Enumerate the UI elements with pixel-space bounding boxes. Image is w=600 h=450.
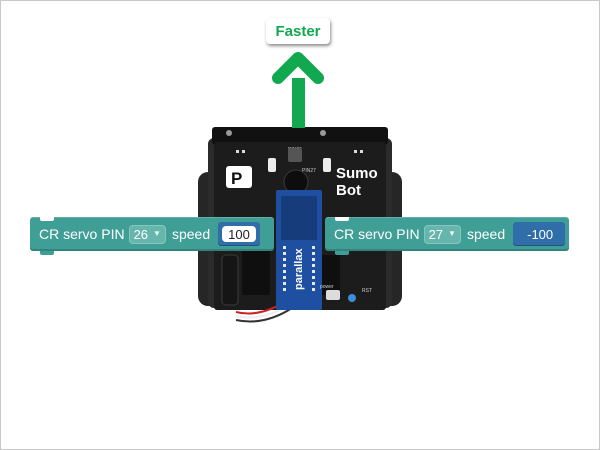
pin-value: 27 bbox=[428, 226, 444, 242]
pin-label-right: PIN27 bbox=[302, 168, 316, 174]
speed-label: speed bbox=[171, 226, 211, 242]
pin-dropdown[interactable]: 26 ▼ bbox=[128, 224, 166, 244]
faster-label-text: Faster bbox=[275, 22, 321, 40]
faster-arrow-head bbox=[272, 52, 324, 84]
speed-value-field[interactable]: 100 bbox=[222, 226, 256, 242]
faster-arrow-shaft bbox=[292, 78, 305, 128]
led-left bbox=[268, 158, 276, 172]
cr-servo-pin-label: CR servo PIN bbox=[334, 226, 420, 242]
speed-label: speed bbox=[466, 226, 506, 242]
cr-servo-pin-label: CR servo PIN bbox=[39, 226, 125, 242]
board-logo bbox=[226, 166, 252, 188]
left-header bbox=[242, 245, 270, 295]
speed-value-field[interactable]: -100 bbox=[517, 226, 562, 242]
pin-value: 26 bbox=[133, 226, 149, 242]
faster-label: Faster bbox=[266, 18, 330, 44]
pin-dropdown[interactable]: 27 ▼ bbox=[423, 224, 461, 244]
dropdown-arrow-icon: ▼ bbox=[153, 229, 161, 238]
capacitor bbox=[221, 254, 239, 306]
product-name-line1: Sumo bbox=[336, 165, 378, 182]
cr-servo-block-right[interactable]: CR servo PIN 27 ▼ speed -100 bbox=[325, 217, 569, 255]
dropdown-arrow-icon: ▼ bbox=[448, 229, 456, 238]
reset-label: RST bbox=[362, 288, 372, 294]
power-switch bbox=[326, 290, 340, 300]
reset-button bbox=[348, 294, 356, 302]
front-bracket bbox=[212, 127, 388, 145]
cr-servo-block-left[interactable]: CR servo PIN 26 ▼ speed 100 bbox=[30, 217, 274, 255]
led-right bbox=[323, 158, 331, 172]
speed-value-block[interactable]: -100 bbox=[513, 222, 566, 246]
parallax-brand: parallax bbox=[293, 248, 305, 290]
board-logo-letter: P bbox=[231, 169, 242, 188]
speed-value-block[interactable]: 100 bbox=[218, 222, 260, 246]
power-label: power bbox=[320, 284, 334, 290]
product-name-line2: Bot bbox=[336, 182, 361, 199]
